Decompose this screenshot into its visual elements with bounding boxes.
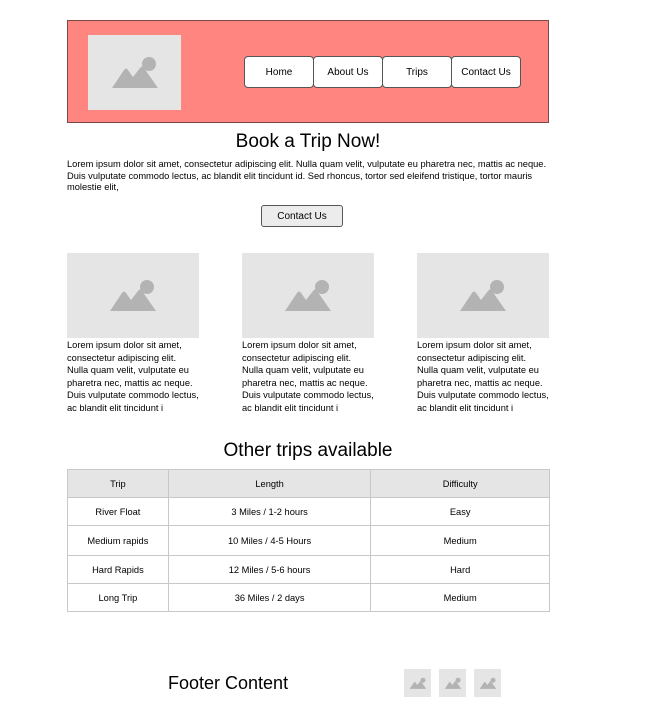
column-header-length: Length xyxy=(167,469,372,498)
image-placeholder-icon xyxy=(111,56,158,88)
main-nav: Home About Us Trips Contact Us xyxy=(244,56,521,88)
image-placeholder-icon xyxy=(409,677,426,689)
nav-home-button[interactable]: Home xyxy=(244,56,314,88)
card-text: Lorem ipsum dolor sit amet, consectetur … xyxy=(67,340,199,413)
footer-image-placeholder xyxy=(474,669,501,697)
trips-table-title: Other trips available xyxy=(223,440,393,461)
image-placeholder-icon xyxy=(460,279,506,311)
card-image-placeholder xyxy=(242,253,374,338)
image-placeholder-icon xyxy=(285,279,331,311)
image-placeholder-icon xyxy=(110,279,156,311)
table-cell: Long Trip xyxy=(67,583,169,612)
card-text: Lorem ipsum dolor sit amet, consectetur … xyxy=(242,340,374,413)
table-cell: 10 Miles / 4-5 Hours xyxy=(167,525,372,556)
card-text: Lorem ipsum dolor sit amet, consectetur … xyxy=(417,340,549,413)
footer-image-placeholder xyxy=(439,669,466,697)
hero-title: Book a Trip Now! xyxy=(235,131,381,152)
table-cell: 36 Miles / 2 days xyxy=(167,583,372,612)
card-image-placeholder xyxy=(417,253,549,338)
trip-card: Lorem ipsum dolor sit amet, consectetur … xyxy=(417,253,549,415)
nav-about-button[interactable]: About Us xyxy=(313,56,383,88)
table-header-row: Trip Length Difficulty xyxy=(67,469,550,498)
column-header-trip: Trip xyxy=(67,469,169,498)
table-cell: River Float xyxy=(67,497,169,526)
table-row: Hard Rapids 12 Miles / 5-6 hours Hard xyxy=(67,555,550,584)
table-row: Long Trip 36 Miles / 2 days Medium xyxy=(67,583,550,612)
nav-contact-button[interactable]: Contact Us xyxy=(451,56,521,88)
table-cell: 3 Miles / 1-2 hours xyxy=(167,497,372,526)
table-cell: Hard Rapids xyxy=(67,555,169,584)
table-cell: Medium rapids xyxy=(67,525,169,556)
table-cell: Easy xyxy=(370,497,550,526)
trip-card: Lorem ipsum dolor sit amet, consectetur … xyxy=(242,253,374,415)
image-placeholder-icon xyxy=(479,677,496,689)
column-header-difficulty: Difficulty xyxy=(370,469,550,498)
table-cell: Medium xyxy=(370,583,550,612)
footer-image-placeholder xyxy=(404,669,431,697)
card-image-placeholder xyxy=(67,253,199,338)
logo-image-placeholder xyxy=(88,35,181,110)
trip-card: Lorem ipsum dolor sit amet, consectetur … xyxy=(67,253,199,415)
table-cell: 12 Miles / 5-6 hours xyxy=(167,555,372,584)
table-cell: Medium xyxy=(370,525,550,556)
hero-text: Lorem ipsum dolor sit amet, consectetur … xyxy=(67,159,547,193)
nav-trips-button[interactable]: Trips xyxy=(382,56,452,88)
trips-table: Trip Length Difficulty River Float 3 Mil… xyxy=(67,469,550,612)
footer-title: Footer Content xyxy=(168,673,289,693)
image-placeholder-icon xyxy=(444,677,461,689)
contact-us-button[interactable]: Contact Us xyxy=(261,205,343,227)
table-cell: Hard xyxy=(370,555,550,584)
table-row: Medium rapids 10 Miles / 4-5 Hours Mediu… xyxy=(67,525,550,556)
site-header: Home About Us Trips Contact Us xyxy=(67,20,549,123)
table-row: River Float 3 Miles / 1-2 hours Easy xyxy=(67,497,550,526)
